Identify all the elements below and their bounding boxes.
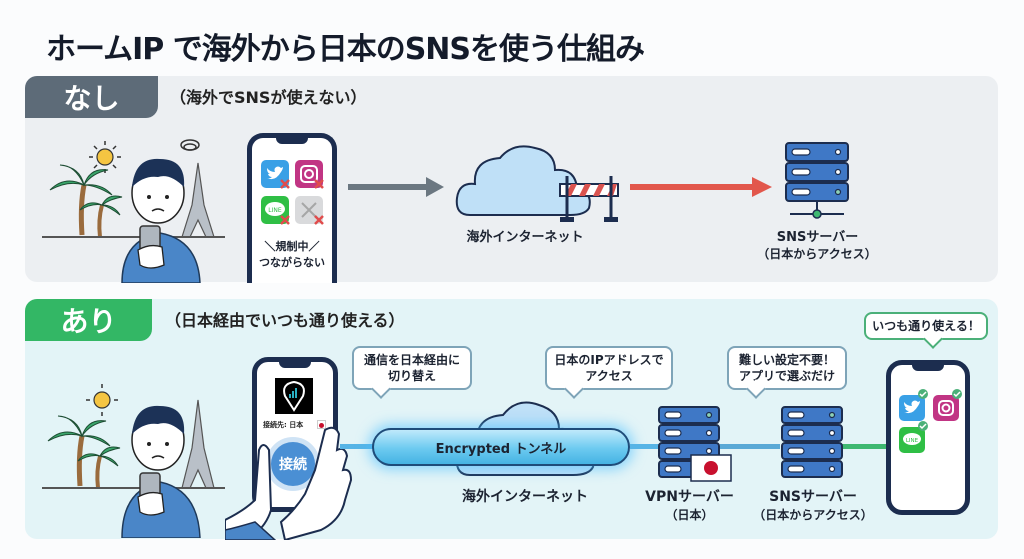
svg-text:LINE: LINE <box>906 438 919 444</box>
bubble-line: 切り替え <box>387 369 436 383</box>
connector-line <box>340 444 376 449</box>
instagram-icon <box>933 395 959 421</box>
twitter-icon <box>899 395 925 421</box>
connection-destination-label: 接続先: 日本 <box>263 421 304 429</box>
japan-flag-icon <box>317 420 326 429</box>
phone-notch <box>912 364 944 371</box>
confused-scribble-icon <box>180 139 200 151</box>
page-title: ホームIP で海外から日本のSNSを使う仕組み <box>46 32 645 67</box>
gray-arrow-icon <box>348 177 444 197</box>
eiffel-tower-icon <box>181 399 215 489</box>
blocked-apps-grid: LINE <box>261 160 324 225</box>
bubble-line: 通信を日本経由に <box>363 353 460 367</box>
without-subtitle: （海外でSNSが使えない） <box>170 88 367 107</box>
connector-line <box>630 444 660 449</box>
connector-line-green <box>842 444 890 449</box>
tunnel-label: Encrypted トンネル <box>435 441 567 457</box>
with-subtitle: （日本経由でいつも通り使える） <box>165 311 405 330</box>
bubble-easy-setup: 難しい設定不要！ アプリで選ぶだけ <box>727 346 847 390</box>
phone-notch <box>279 361 311 368</box>
phone-working: LINE <box>886 360 970 515</box>
sns-server-icon-bottom <box>781 406 843 478</box>
sns-server-label-bottom: SNSサーバー <box>769 489 857 505</box>
svg-text:LINE: LINE <box>268 207 282 214</box>
connect-button[interactable]: 接続 <box>271 442 315 486</box>
traveler-illustration-bottom <box>42 384 225 538</box>
eiffel-tower-icon <box>181 162 215 238</box>
sun-icon <box>86 384 118 416</box>
bubble-line: アプリで選ぶだけ <box>738 369 835 383</box>
cloud-label-bottom: 海外インターネット <box>462 489 588 505</box>
tab-without: なし <box>25 76 158 118</box>
sns-server-icon-top <box>785 142 849 219</box>
palm-tree-icon <box>49 164 123 238</box>
sns-server-label-top: SNSサーバー <box>776 230 859 245</box>
traveler-illustration-top <box>42 139 225 283</box>
barricade-icon <box>559 176 619 222</box>
line-icon: LINE <box>899 427 925 453</box>
bubble-line: アクセス <box>585 369 633 383</box>
japan-flag-icon <box>690 454 732 482</box>
phone-notch <box>276 137 308 144</box>
vpn-server-label: VPNサーバー <box>645 489 734 505</box>
cloud-label-top: 海外インターネット <box>466 230 584 245</box>
red-arrow-icon <box>630 177 772 197</box>
person-figure <box>121 158 201 283</box>
bubble-japan-ip: 日本のIPアドレスで アクセス <box>545 346 673 390</box>
error-x-icons <box>280 179 324 225</box>
sun-icon <box>89 141 121 173</box>
hand-illustration <box>225 426 353 540</box>
location-pin-icon <box>283 380 305 412</box>
bubble-switch-route: 通信を日本経由に 切り替え <box>352 346 472 390</box>
vpn-server-icon <box>658 406 732 482</box>
phone-blocked: LINE ＼規制中／ つながらない <box>247 133 337 283</box>
working-apps-grid: LINE <box>899 389 962 453</box>
vpn-server-sublabel: （日本） <box>665 508 714 522</box>
tab-with: あり <box>25 299 152 341</box>
encrypted-tunnel: Encrypted トンネル <box>372 428 630 466</box>
phone-caption-line2: つながらない <box>259 256 325 269</box>
bubble-line: 日本のIPアドレスで <box>554 353 664 367</box>
connector-line <box>720 444 780 449</box>
check-icons <box>918 389 962 431</box>
palm-tree-icon <box>47 415 121 489</box>
bubble-line: 難しい設定不要！ <box>738 353 835 367</box>
bubble-works-normally: いつも通り使える！ <box>864 312 988 340</box>
cloud-blocked-illustration <box>455 145 619 222</box>
vpn-app-logo <box>275 378 313 414</box>
cloud-icon <box>455 145 591 216</box>
phone-caption-line1: ＼規制中／ <box>264 240 320 253</box>
sns-server-sublabel-top: （日本からアクセス） <box>757 247 877 261</box>
sns-server-sublabel-bottom: （日本からアクセス） <box>753 508 873 522</box>
person-figure <box>121 405 201 538</box>
